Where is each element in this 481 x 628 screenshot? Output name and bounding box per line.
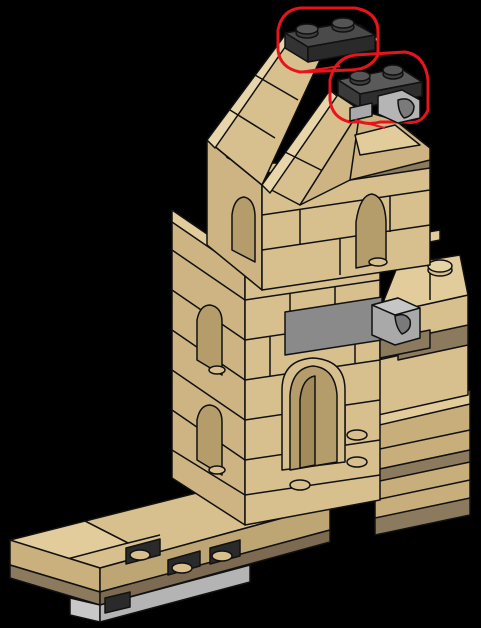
gray-clip-mid bbox=[372, 298, 420, 345]
right-column bbox=[375, 255, 470, 535]
